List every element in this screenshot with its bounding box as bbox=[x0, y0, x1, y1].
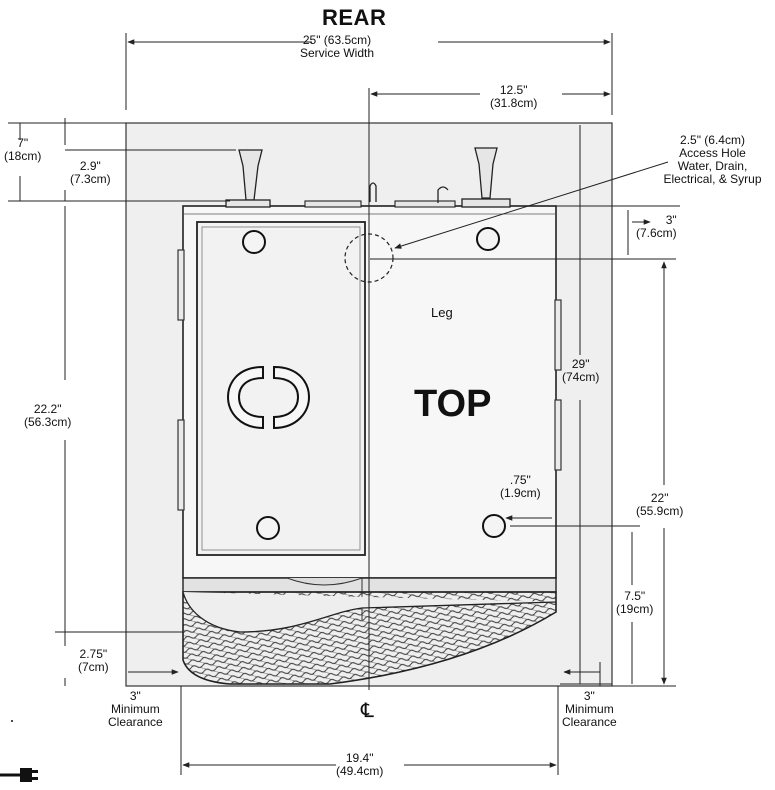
unit-width-cm: (49.4cm) bbox=[336, 764, 384, 778]
leg-label: Leg bbox=[431, 305, 453, 320]
plug-icon bbox=[0, 768, 38, 782]
lid-panel bbox=[196, 221, 366, 556]
top-label: TOP bbox=[414, 383, 492, 425]
leg-075-inches: .75" bbox=[509, 473, 531, 487]
depth-22-inches: 22" bbox=[650, 491, 669, 505]
leg-075-label: .75" (1.9cm) bbox=[500, 474, 541, 500]
faucet-right bbox=[461, 147, 511, 208]
access-hole-use-2: Electrical, & Syrup bbox=[663, 172, 762, 186]
access-hole-title: Access Hole bbox=[679, 146, 746, 160]
clearance-left-caption-2: Clearance bbox=[108, 715, 163, 729]
clearance-right-caption-2: Clearance bbox=[562, 715, 617, 729]
clearance-right-caption-1: Minimum bbox=[565, 702, 614, 716]
clearance-right-value: 3" bbox=[583, 689, 595, 703]
rear-7-inches: 7" bbox=[17, 136, 29, 150]
service-width-label: 25" (63.5cm) Service Width bbox=[300, 34, 374, 60]
lid-handles bbox=[226, 365, 311, 430]
side-ribs bbox=[177, 249, 562, 511]
access-hole-use-1: Water, Drain, bbox=[677, 159, 748, 173]
depth-29-inches: 29" bbox=[571, 357, 590, 371]
depth-29-label: 29" (74cm) bbox=[562, 357, 600, 384]
clearance-left-label: 3" Minimum Clearance bbox=[108, 690, 163, 729]
service-width-value: 25" (63.5cm) bbox=[302, 33, 372, 47]
depth-29-cm: (74cm) bbox=[562, 370, 600, 384]
rear-3-cm: (7.6cm) bbox=[636, 226, 677, 240]
access-hole-label: 2.5" (6.4cm) Access Hole Water, Drain, E… bbox=[650, 134, 775, 186]
rear-2-9-label: 2.9" (7.3cm) bbox=[70, 160, 111, 186]
depth-22-cm: (55.9cm) bbox=[636, 504, 684, 518]
rear-2-9-inches: 2.9" bbox=[79, 159, 101, 173]
rear-2-9-cm: (7.3cm) bbox=[70, 172, 111, 186]
depth-22-2-cm: (56.3cm) bbox=[24, 415, 72, 429]
leg-7-5-cm: (19cm) bbox=[616, 602, 654, 616]
rear-3-label: 3" (7.6cm) bbox=[636, 214, 677, 240]
rear-3-inches: 3" bbox=[665, 213, 677, 227]
clearance-right-label: 3" Minimum Clearance bbox=[562, 690, 617, 729]
clearance-left-caption-1: Minimum bbox=[111, 702, 160, 716]
depth-22-label: 22" (55.9cm) bbox=[636, 492, 683, 518]
front-2-75-cm: (7cm) bbox=[78, 660, 109, 674]
leg-circles bbox=[242, 227, 506, 540]
rear-7-cm: (18cm) bbox=[4, 149, 42, 163]
half-width-cm: (31.8cm) bbox=[490, 96, 538, 110]
unit-width-label: 19.4" (49.4cm) bbox=[336, 752, 383, 778]
centerline-symbol: ℄ bbox=[361, 698, 374, 722]
depth-22-2-inches: 22.2" bbox=[33, 402, 62, 416]
depth-22-2-label: 22.2" (56.3cm) bbox=[24, 403, 71, 429]
half-width-label: 12.5" (31.8cm) bbox=[490, 84, 537, 110]
unit-width-inches: 19.4" bbox=[345, 751, 374, 765]
leg-7-5-label: 7.5" (19cm) bbox=[616, 590, 653, 616]
half-width-inches: 12.5" bbox=[499, 83, 528, 97]
clearance-left-value: 3" bbox=[129, 689, 141, 703]
leg-075-cm: (1.9cm) bbox=[500, 486, 541, 500]
faucet-left bbox=[225, 149, 271, 208]
front-2-75-label: 2.75" (7cm) bbox=[78, 648, 109, 674]
service-width-caption: Service Width bbox=[300, 46, 375, 60]
rear-label: REAR bbox=[322, 5, 387, 30]
front-2-75-inches: 2.75" bbox=[79, 647, 108, 661]
rear-7-label: 7" (18cm) bbox=[4, 137, 41, 163]
leg-7-5-inches: 7.5" bbox=[624, 589, 646, 603]
dimension-lines bbox=[8, 33, 680, 775]
access-hole-size: 2.5" (6.4cm) bbox=[680, 133, 745, 147]
